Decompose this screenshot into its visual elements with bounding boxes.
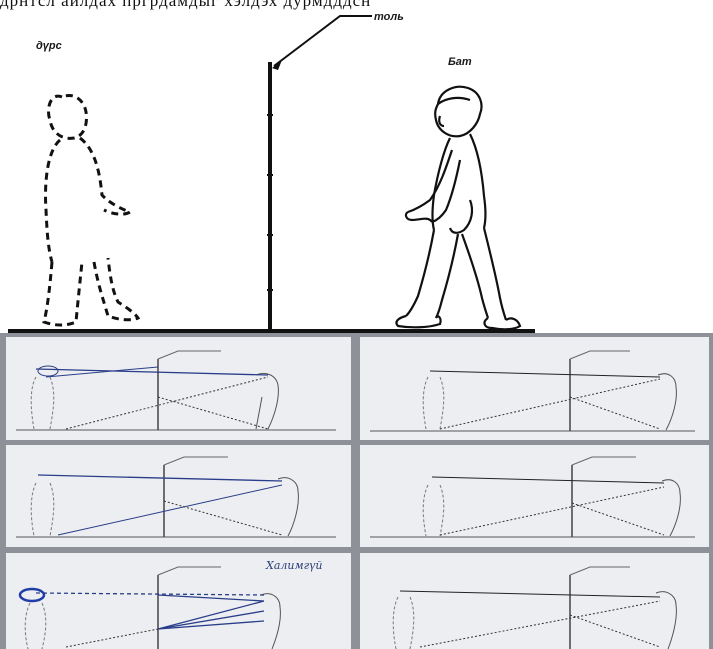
handwritten-note: Халимгүй: [266, 559, 323, 572]
pole-pointer-arrow: [272, 60, 282, 70]
worksheet-5: Халимгүй: [6, 553, 351, 649]
worksheets-photo: Халимгүй: [0, 333, 713, 649]
worksheet-6: [360, 553, 709, 649]
boy-label: Бат: [448, 56, 472, 68]
illustration: [0, 0, 713, 333]
worksheet-3: [6, 445, 351, 547]
worksheet-1: [6, 337, 351, 440]
pole-label: толь: [374, 11, 404, 23]
worksheet-4: [360, 445, 709, 547]
worksheet-2: [360, 337, 709, 440]
mirror-image-figure: [44, 95, 138, 325]
boy-figure: [396, 87, 520, 330]
mirror-image-label: дүрс: [36, 40, 62, 52]
circled-head: [20, 589, 44, 601]
pole-pointer: [274, 16, 372, 66]
